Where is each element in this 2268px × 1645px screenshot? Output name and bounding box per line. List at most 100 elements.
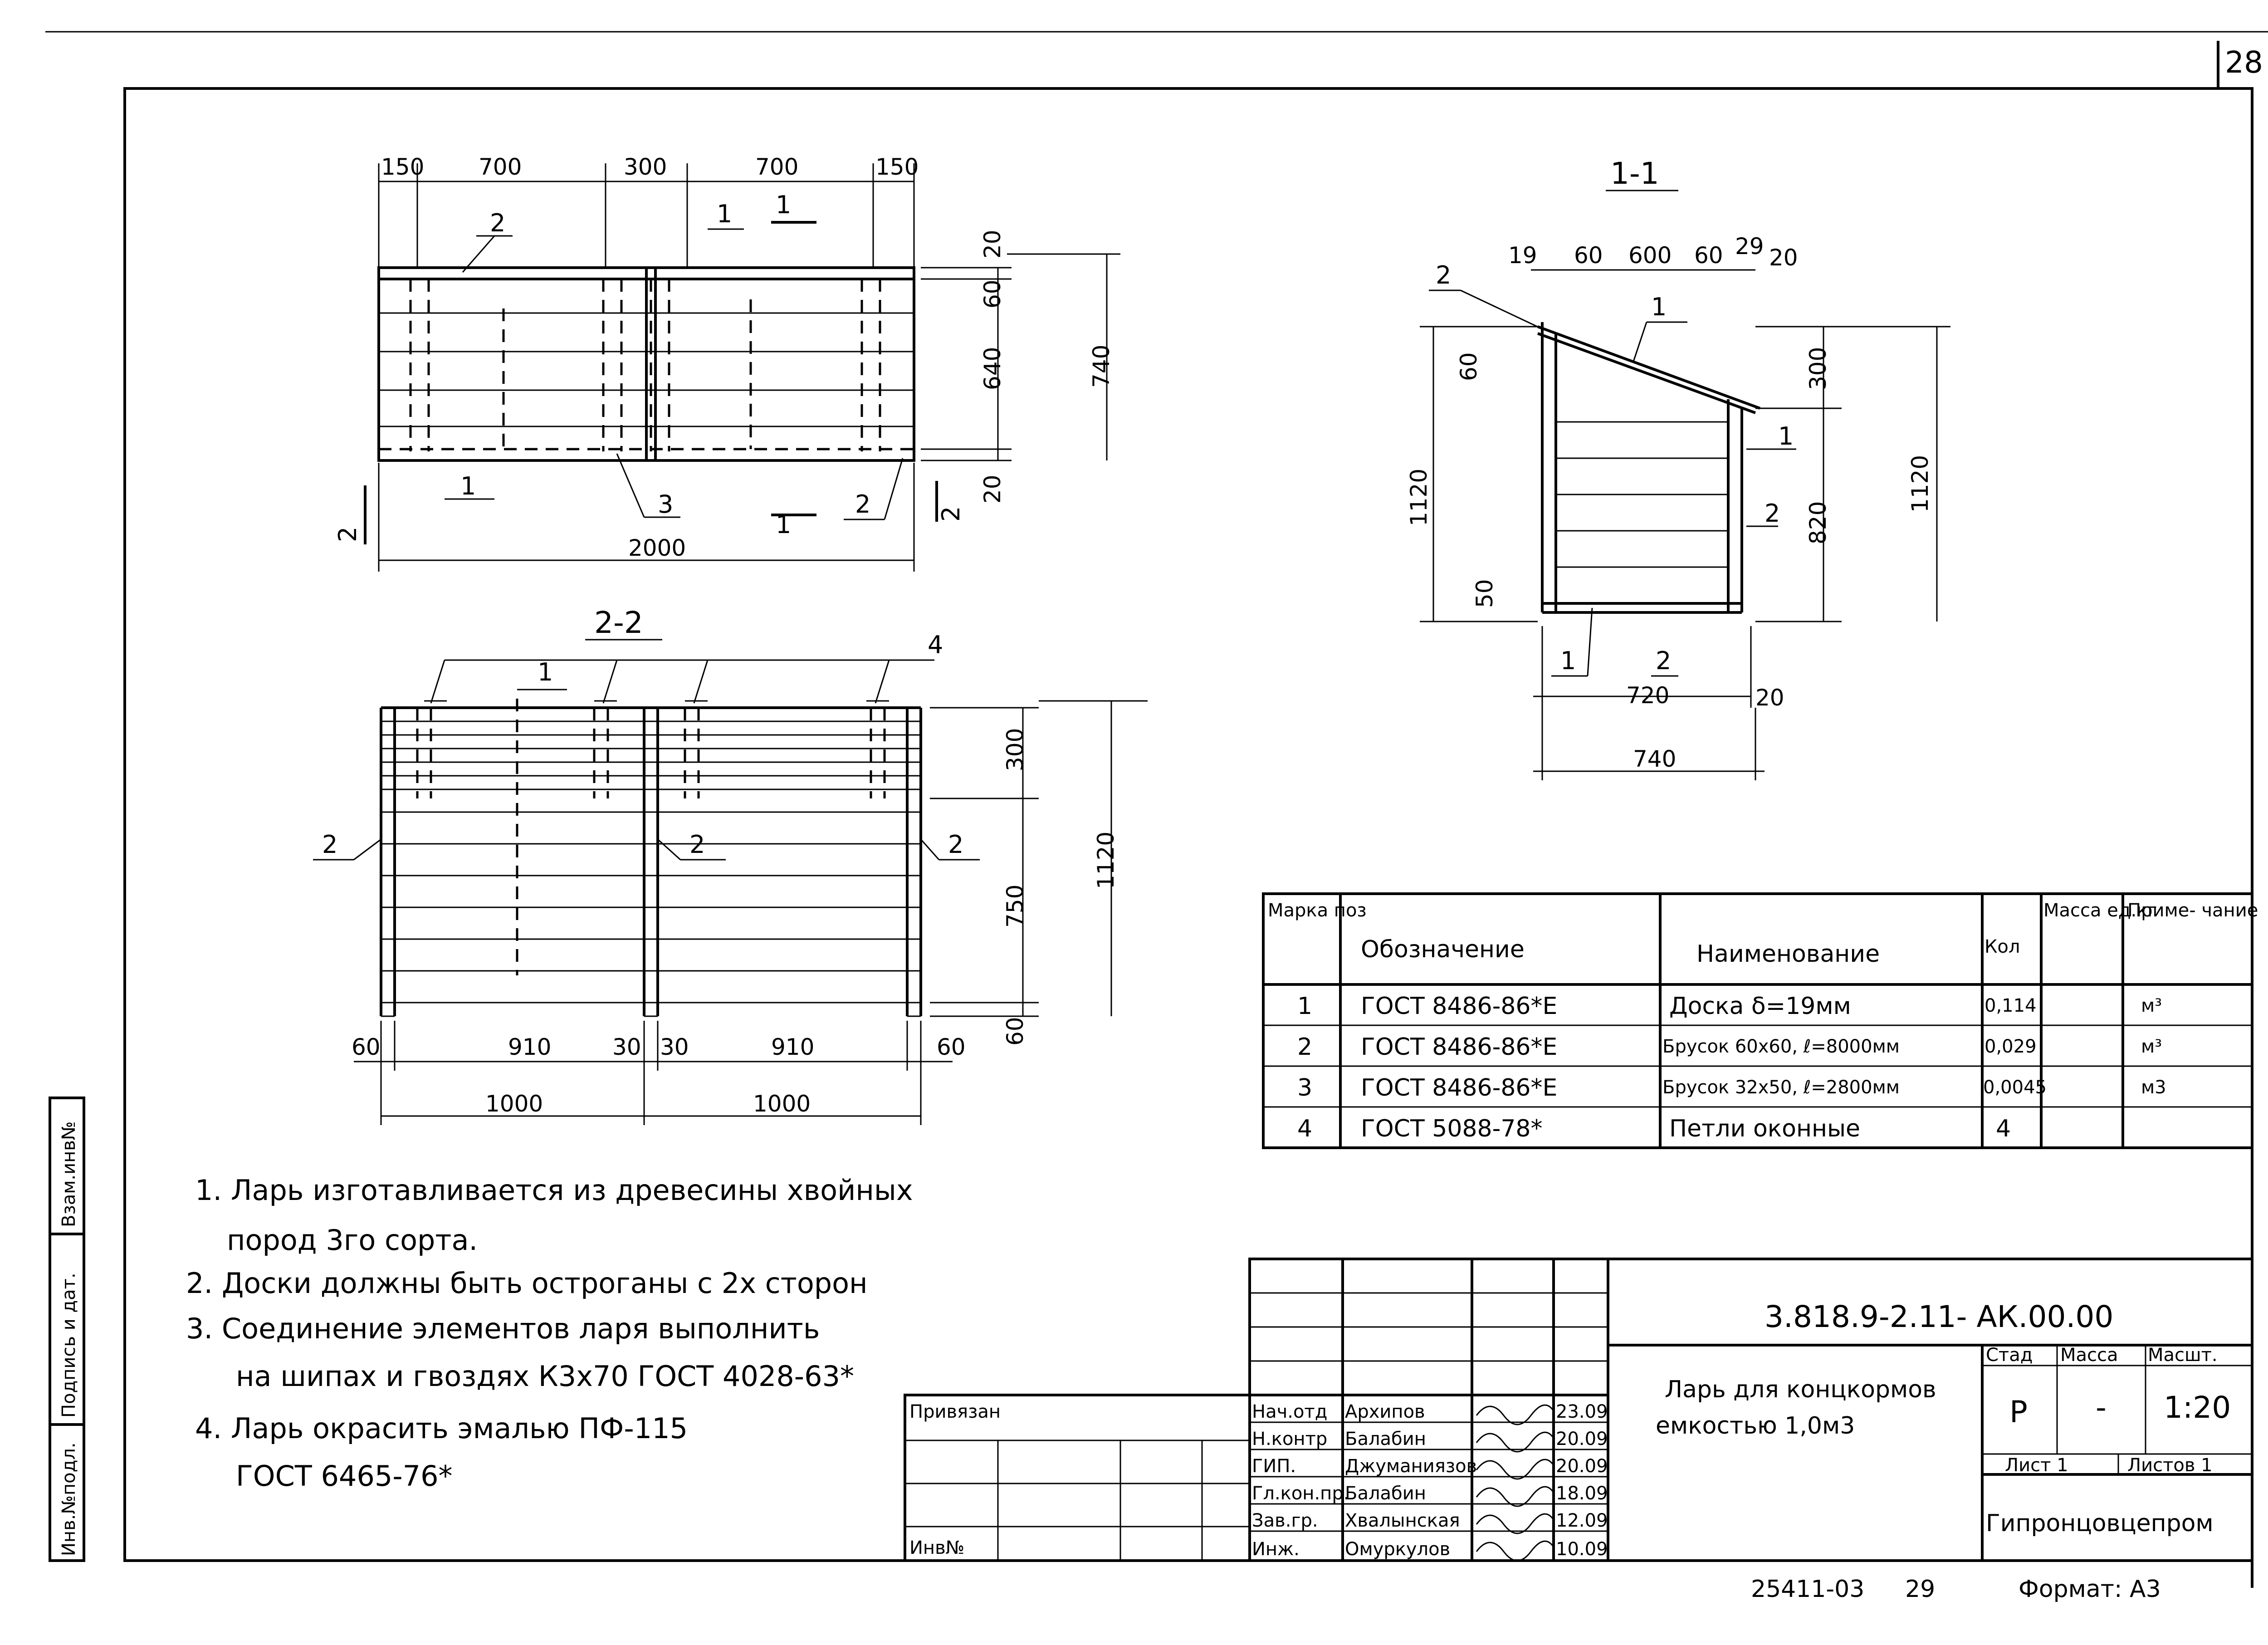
sig-role-2: Н.контр xyxy=(1252,1429,1327,1449)
sig-date-5: 12.09 xyxy=(1556,1510,1608,1531)
sheets-label: Листов 1 xyxy=(2127,1455,2213,1476)
sig-role-1: Нач.отд xyxy=(1252,1401,1327,1422)
sig-name-3: Джуманиязов xyxy=(1345,1456,1477,1477)
s11-dim-29: 29 xyxy=(1735,233,1764,259)
s11-dim-740: 740 xyxy=(1633,746,1676,772)
stamp-inv-podl: Инв.№подл. xyxy=(59,1442,79,1556)
sig-name-1: Архипов xyxy=(1345,1401,1425,1422)
plan-dim-640: 640 xyxy=(979,347,1006,390)
spec-header-mark: Марка поз xyxy=(1268,900,1367,921)
sig-date-3: 20.09 xyxy=(1556,1456,1608,1477)
s22-callout-4: 4 xyxy=(928,631,943,659)
plan-callout-2-right: 2 xyxy=(855,490,870,519)
s11-dim-600: 600 xyxy=(1628,242,1672,269)
note-3-cont: на шипах и гвоздях К3х70 ГОСТ 4028-63* xyxy=(236,1360,854,1393)
section-2-2-title: 2-2 xyxy=(594,605,643,640)
spec-row-3-designation: ГОСТ 8486-86*Е xyxy=(1361,1074,1557,1102)
sig-date-2: 20.09 xyxy=(1556,1429,1608,1449)
plan-dim-740: 740 xyxy=(1088,345,1114,388)
format-label: Формат: А3 xyxy=(2019,1576,2161,1603)
note-1: 1. Ларь изготавливается из древесины хво… xyxy=(195,1174,913,1207)
s22-dim-60-left: 60 xyxy=(352,1034,381,1060)
s11-callout-1-top: 1 xyxy=(1651,293,1667,321)
spec-row-1-name: Доска δ=19мм xyxy=(1669,993,1851,1020)
s22-dim-30-right: 30 xyxy=(660,1034,689,1060)
s11-dim-820: 820 xyxy=(1805,501,1831,544)
scale-header: Масшт. xyxy=(2148,1345,2218,1366)
stamp-signature-date: Подпись и дат. xyxy=(59,1273,79,1418)
spec-row-1-qty: 0,114 xyxy=(1984,995,2037,1016)
plan-callout-1-left: 1 xyxy=(460,472,476,500)
spec-header-mass: Масса ед.кг xyxy=(2043,900,2157,921)
section-mark-2-right: 2 xyxy=(937,506,965,522)
s22-dim-1000-right: 1000 xyxy=(753,1091,811,1117)
sig-date-1: 23.09 xyxy=(1556,1401,1608,1422)
s22-callout-2-middle: 2 xyxy=(689,830,705,859)
plan-dim-700-right: 700 xyxy=(755,154,798,180)
s22-callout-2-left: 2 xyxy=(322,830,337,859)
spec-row-2-note: м³ xyxy=(2141,1036,2162,1057)
organization: Гипронцовцепром xyxy=(1986,1510,2214,1537)
spec-row-3-name: Брусок 32x50, ℓ=2800мм xyxy=(1662,1077,1900,1098)
sig-name-5: Хвалынская xyxy=(1345,1510,1460,1531)
sig-name-2: Балабин xyxy=(1345,1429,1426,1449)
spec-row-1-designation: ГОСТ 8486-86*Е xyxy=(1361,993,1557,1020)
plan-dim-700-left: 700 xyxy=(479,154,522,180)
s11-dim-720: 720 xyxy=(1626,682,1669,709)
s22-dim-60: 60 xyxy=(1002,1017,1028,1046)
section-1-1: 1-1 19 60 600 60 29 20 300 820 1120 11 xyxy=(1406,156,1950,780)
spec-row-4-designation: ГОСТ 5088-78* xyxy=(1361,1115,1543,1142)
signature-scribble-1 xyxy=(1476,1404,1554,1425)
s22-dim-60-right: 60 xyxy=(937,1034,966,1060)
signature-scribble-5 xyxy=(1476,1513,1554,1534)
note-4: 4. Ларь окрасить эмалью ПФ-115 xyxy=(195,1412,688,1445)
specification-table: Марка поз Обозначение Наименование Кол М… xyxy=(1262,892,2258,1149)
plan-dim-20-bottom: 20 xyxy=(979,475,1006,504)
s22-dim-910-right: 910 xyxy=(771,1034,814,1060)
s22-dim-1000-left: 1000 xyxy=(485,1091,543,1117)
s11-callout-2-top: 2 xyxy=(1436,261,1451,289)
stamp-replaces: Взам.инв№ xyxy=(59,1121,79,1227)
spec-header-qty: Кол xyxy=(1984,936,2020,957)
note-1-cont: пород 3го сорта. xyxy=(227,1224,478,1257)
note-4-cont: ГОСТ 6465-76* xyxy=(236,1459,453,1493)
s11-callout-1-bottom: 1 xyxy=(1560,646,1576,675)
spec-row-4-pos: 4 xyxy=(1297,1115,1312,1142)
mass-value: - xyxy=(2096,1390,2107,1425)
s22-dim-300: 300 xyxy=(1002,728,1028,771)
s11-dim-60-side: 60 xyxy=(1456,352,1482,381)
signature-scribble-6 xyxy=(1476,1540,1554,1562)
attached-label: Привязан xyxy=(909,1401,1001,1422)
sheet-number: 28 xyxy=(2225,45,2263,80)
sig-date-4: 18.09 xyxy=(1556,1483,1608,1504)
spec-row-2-designation: ГОСТ 8486-86*Е xyxy=(1361,1033,1557,1061)
sig-role-4: Гл.кон.пр. xyxy=(1252,1483,1349,1504)
spec-header-designation: Обозначение xyxy=(1361,936,1525,963)
s11-dim-20-bottom: 20 xyxy=(1755,685,1784,711)
s22-callout-1: 1 xyxy=(538,658,553,686)
sig-role-6: Инж. xyxy=(1252,1539,1300,1560)
s11-callout-1-right: 1 xyxy=(1778,422,1794,450)
plan-callout-2-top: 2 xyxy=(490,209,505,237)
s11-dim-60-left: 60 xyxy=(1574,242,1603,269)
sig-date-6: 10.09 xyxy=(1556,1539,1608,1560)
spec-row-3-note: м3 xyxy=(2141,1077,2166,1098)
sig-role-3: ГИП. xyxy=(1252,1456,1296,1477)
section-1-1-title: 1-1 xyxy=(1610,156,1659,191)
spec-row-3-qty: 0,0045 xyxy=(1983,1077,2047,1098)
note-3: 3. Соединение элементов ларя выполнить xyxy=(186,1312,820,1345)
spec-row-2-pos: 2 xyxy=(1297,1033,1312,1061)
plan-callout-3: 3 xyxy=(658,490,673,519)
s22-dim-750: 750 xyxy=(1002,885,1028,928)
s22-dim-910-left: 910 xyxy=(508,1034,551,1060)
plan-view: 150 700 300 700 150 20 60 640 20 740 200… xyxy=(333,154,1120,572)
spec-row-2-qty: 0,029 xyxy=(1984,1036,2037,1057)
s22-callout-2-right: 2 xyxy=(948,830,963,859)
spec-row-1-pos: 1 xyxy=(1297,993,1312,1020)
section-mark-1-top: 1 xyxy=(776,191,791,219)
plan-dim-150-right: 150 xyxy=(875,154,919,180)
signature-scribble-2 xyxy=(1476,1431,1554,1453)
plan-dim-150-left: 150 xyxy=(381,154,424,180)
title-line-1: Ларь для концкормов xyxy=(1665,1376,1936,1403)
